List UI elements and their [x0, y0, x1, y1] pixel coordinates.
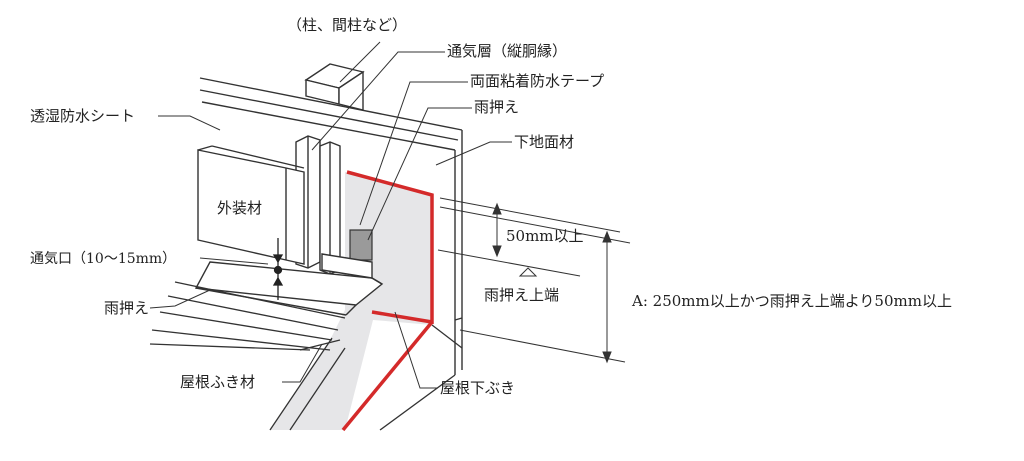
label-cladding: 外装材 — [217, 199, 262, 217]
label-column: （柱、間柱など） — [287, 16, 407, 34]
vent-opening-marker — [272, 238, 284, 300]
leader-lines — [149, 41, 512, 389]
labels: （柱、間柱など） 通気層（縦胴縁） 両面粘着防水テープ 雨押え 透湿防水シート … — [30, 16, 952, 397]
label-underlay: 屋根下ぶき — [440, 379, 515, 397]
flashing-bar — [194, 253, 384, 316]
label-sheet: 透湿防水シート — [30, 107, 135, 125]
label-dim-50: 50mm以上 — [506, 227, 584, 245]
label-roofing: 屋根ふき材 — [180, 373, 255, 391]
label-vent-layer: 通気層（縦胴縁） — [447, 42, 567, 60]
dimension-lines — [437, 197, 631, 364]
roofing-sheets — [149, 281, 346, 351]
cladding-panel — [197, 145, 305, 265]
label-flashing-top: 雨押え — [474, 98, 519, 116]
tape-swatch — [349, 229, 373, 261]
label-dim-a: A: 250mm以上かつ雨押え上端より50mm以上 — [631, 292, 952, 310]
label-double-tape: 両面粘着防水テープ — [470, 72, 604, 90]
label-vent-opening: 通気口（10～15mm） — [30, 251, 176, 267]
furring-strips — [295, 135, 341, 275]
waterproof-tape-outline — [341, 170, 434, 432]
substrate-wall — [199, 77, 463, 375]
label-flashing-left: 雨押え — [104, 299, 149, 317]
column-post — [304, 63, 365, 111]
label-substrate: 下地面材 — [514, 133, 574, 151]
label-flashing-edge: 雨押え上端 — [484, 286, 559, 304]
